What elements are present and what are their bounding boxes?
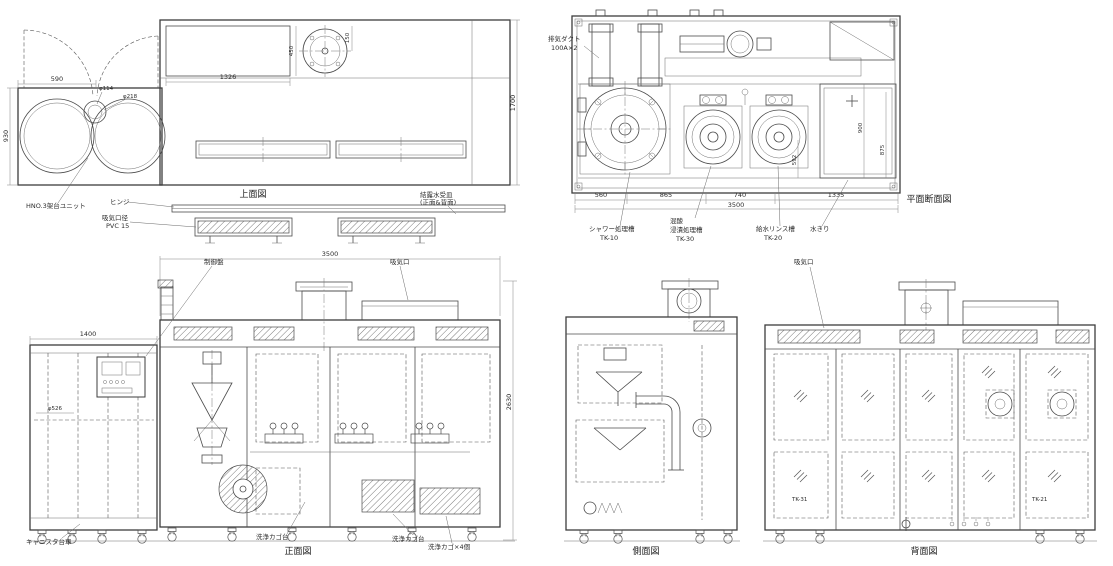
top-view: 1326 590 φ114 φ218 450 150 1700 930 HNO.…	[2, 19, 520, 210]
side-view: 側面図	[564, 278, 740, 557]
label-hinge: ヒンジ	[110, 198, 130, 206]
label-wash-stand-3: 洗浄カゴ×4個	[428, 542, 471, 551]
rear-view: TK-31 TK-21 吸気口 背面図	[763, 257, 1097, 557]
shower-tank-tk10	[577, 81, 673, 177]
dim-plan-v3: 592	[792, 155, 798, 166]
spray-tower	[191, 350, 233, 465]
label-wash-stand-1: 洗浄カゴ台	[256, 532, 289, 541]
side-view-caption: 側面図	[632, 545, 659, 557]
label-intake-front: 吸気口	[390, 257, 410, 266]
label-mixed-acid-2: 浸漬処理槽	[670, 225, 703, 234]
label-control-panel: 制御盤	[204, 257, 224, 266]
label-shower-tank-2: TK-10	[599, 234, 618, 242]
label-tk31: TK-31	[791, 497, 807, 503]
dim-depth: 1700	[509, 95, 517, 112]
dim-plan-total: 3500	[728, 201, 745, 209]
label-hno3-unit: HNO.3架台ユニット	[26, 201, 86, 210]
dim-front-total-w: 3500	[322, 250, 339, 258]
label-tk21: TK-21	[1031, 497, 1047, 503]
plan-section-caption: 平面断面図	[906, 193, 951, 205]
dim-stack-x: 450	[289, 45, 295, 56]
dim-plan-v2: 875	[880, 144, 886, 155]
label-intake-rear: 吸気口	[794, 257, 814, 266]
plan-section-view: 900 875 592 560 865 740 1335 3500 シャワー処理…	[548, 9, 952, 243]
dim-canister-dia: φ526	[48, 406, 63, 412]
dim-cart-width: 1400	[80, 330, 97, 338]
support-mast	[157, 279, 174, 321]
dim-plan-s3: 740	[734, 191, 746, 199]
dim-plan-s2: 865	[660, 191, 672, 199]
label-rinse-tank-1: 給水リンス槽	[756, 224, 795, 233]
front-view-caption: 正面図	[284, 546, 311, 557]
dim-front-total-h: 2630	[505, 394, 513, 411]
rinse-tank-tk20	[749, 94, 809, 169]
label-water-drain: 水きり	[810, 224, 830, 233]
exhaust-flange-top	[299, 25, 351, 77]
wash-basket-stand	[419, 487, 481, 515]
pump-disc	[218, 464, 268, 514]
roof-slots	[195, 137, 467, 162]
mixed-acid-tank-tk30	[683, 94, 743, 169]
dim-stack-y: 150	[345, 32, 351, 43]
label-mixed-acid-1: 混酸	[670, 216, 684, 225]
label-shower-tank-1: シャワー処理槽	[589, 224, 635, 233]
control-panel	[96, 356, 146, 398]
label-drip-tray-2: (正面&背面)	[420, 198, 456, 207]
label-exhaust-duct-1: 排気ダクト	[548, 34, 581, 43]
rear-view-caption: 背面図	[910, 545, 937, 557]
dim-plan-s4: 1335	[828, 191, 845, 199]
top-view-caption: 上面図	[239, 189, 266, 200]
dim-plan-v1: 900	[858, 122, 864, 133]
label-wash-stand-2: 洗浄カゴ台	[392, 534, 425, 543]
label-canister-cart: キャニスタ台車	[26, 537, 72, 546]
dim-plan-s1: 560	[595, 191, 607, 199]
dim-annex-depth: 930	[2, 130, 10, 142]
front-view: 3500 2630	[26, 250, 517, 557]
cover-detail-view: ヒンジ 吸気口径 PVC 15 結露水受皿 (正面&背面)	[102, 190, 506, 244]
dim-door-width: 590	[51, 75, 63, 83]
exhaust-ducts	[588, 23, 663, 87]
label-exhaust-duct-2: 100A×2	[551, 44, 577, 52]
exhaust-stack-rear	[898, 279, 956, 330]
dim-dia-small: φ114	[99, 86, 114, 92]
canister-annex	[17, 29, 166, 186]
label-intake-dia-1: 吸気口径	[102, 213, 129, 222]
wash-basket-stand	[361, 479, 415, 513]
water-drain-section	[819, 83, 897, 179]
label-mixed-acid-3: TK-30	[675, 235, 694, 243]
label-rinse-tank-2: TK-20	[763, 234, 782, 242]
label-intake-dia-2: PVC 15	[106, 222, 129, 230]
dim-hood-width: 1326	[220, 73, 237, 81]
dim-dia-large: φ218	[123, 94, 138, 100]
label-drip-tray-1: 結露水受皿	[420, 190, 453, 199]
drain-elbow-pipe	[635, 392, 684, 471]
